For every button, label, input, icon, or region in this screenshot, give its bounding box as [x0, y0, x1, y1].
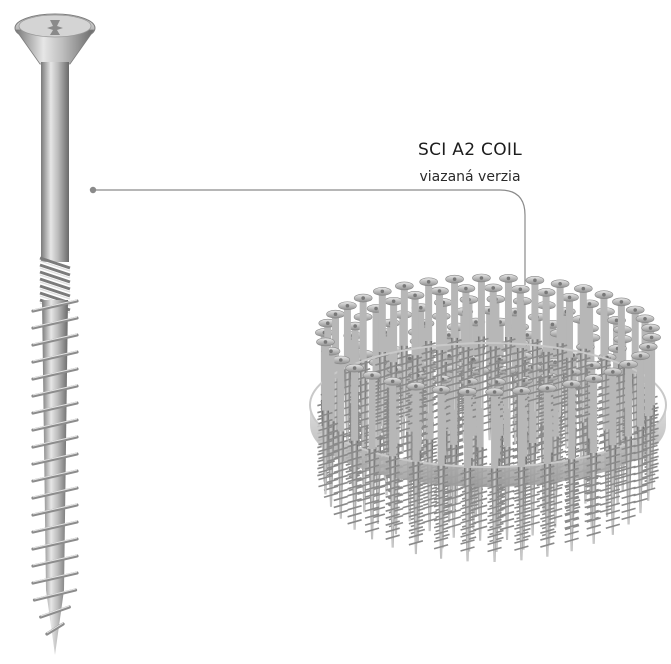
leader-line: [89, 186, 526, 285]
screw-icon: [14, 13, 96, 655]
screw-coil-icon: [309, 273, 667, 562]
callout-title: SCI A2 COIL: [418, 140, 522, 160]
callout-subtitle: viazaná verzia: [419, 169, 521, 185]
